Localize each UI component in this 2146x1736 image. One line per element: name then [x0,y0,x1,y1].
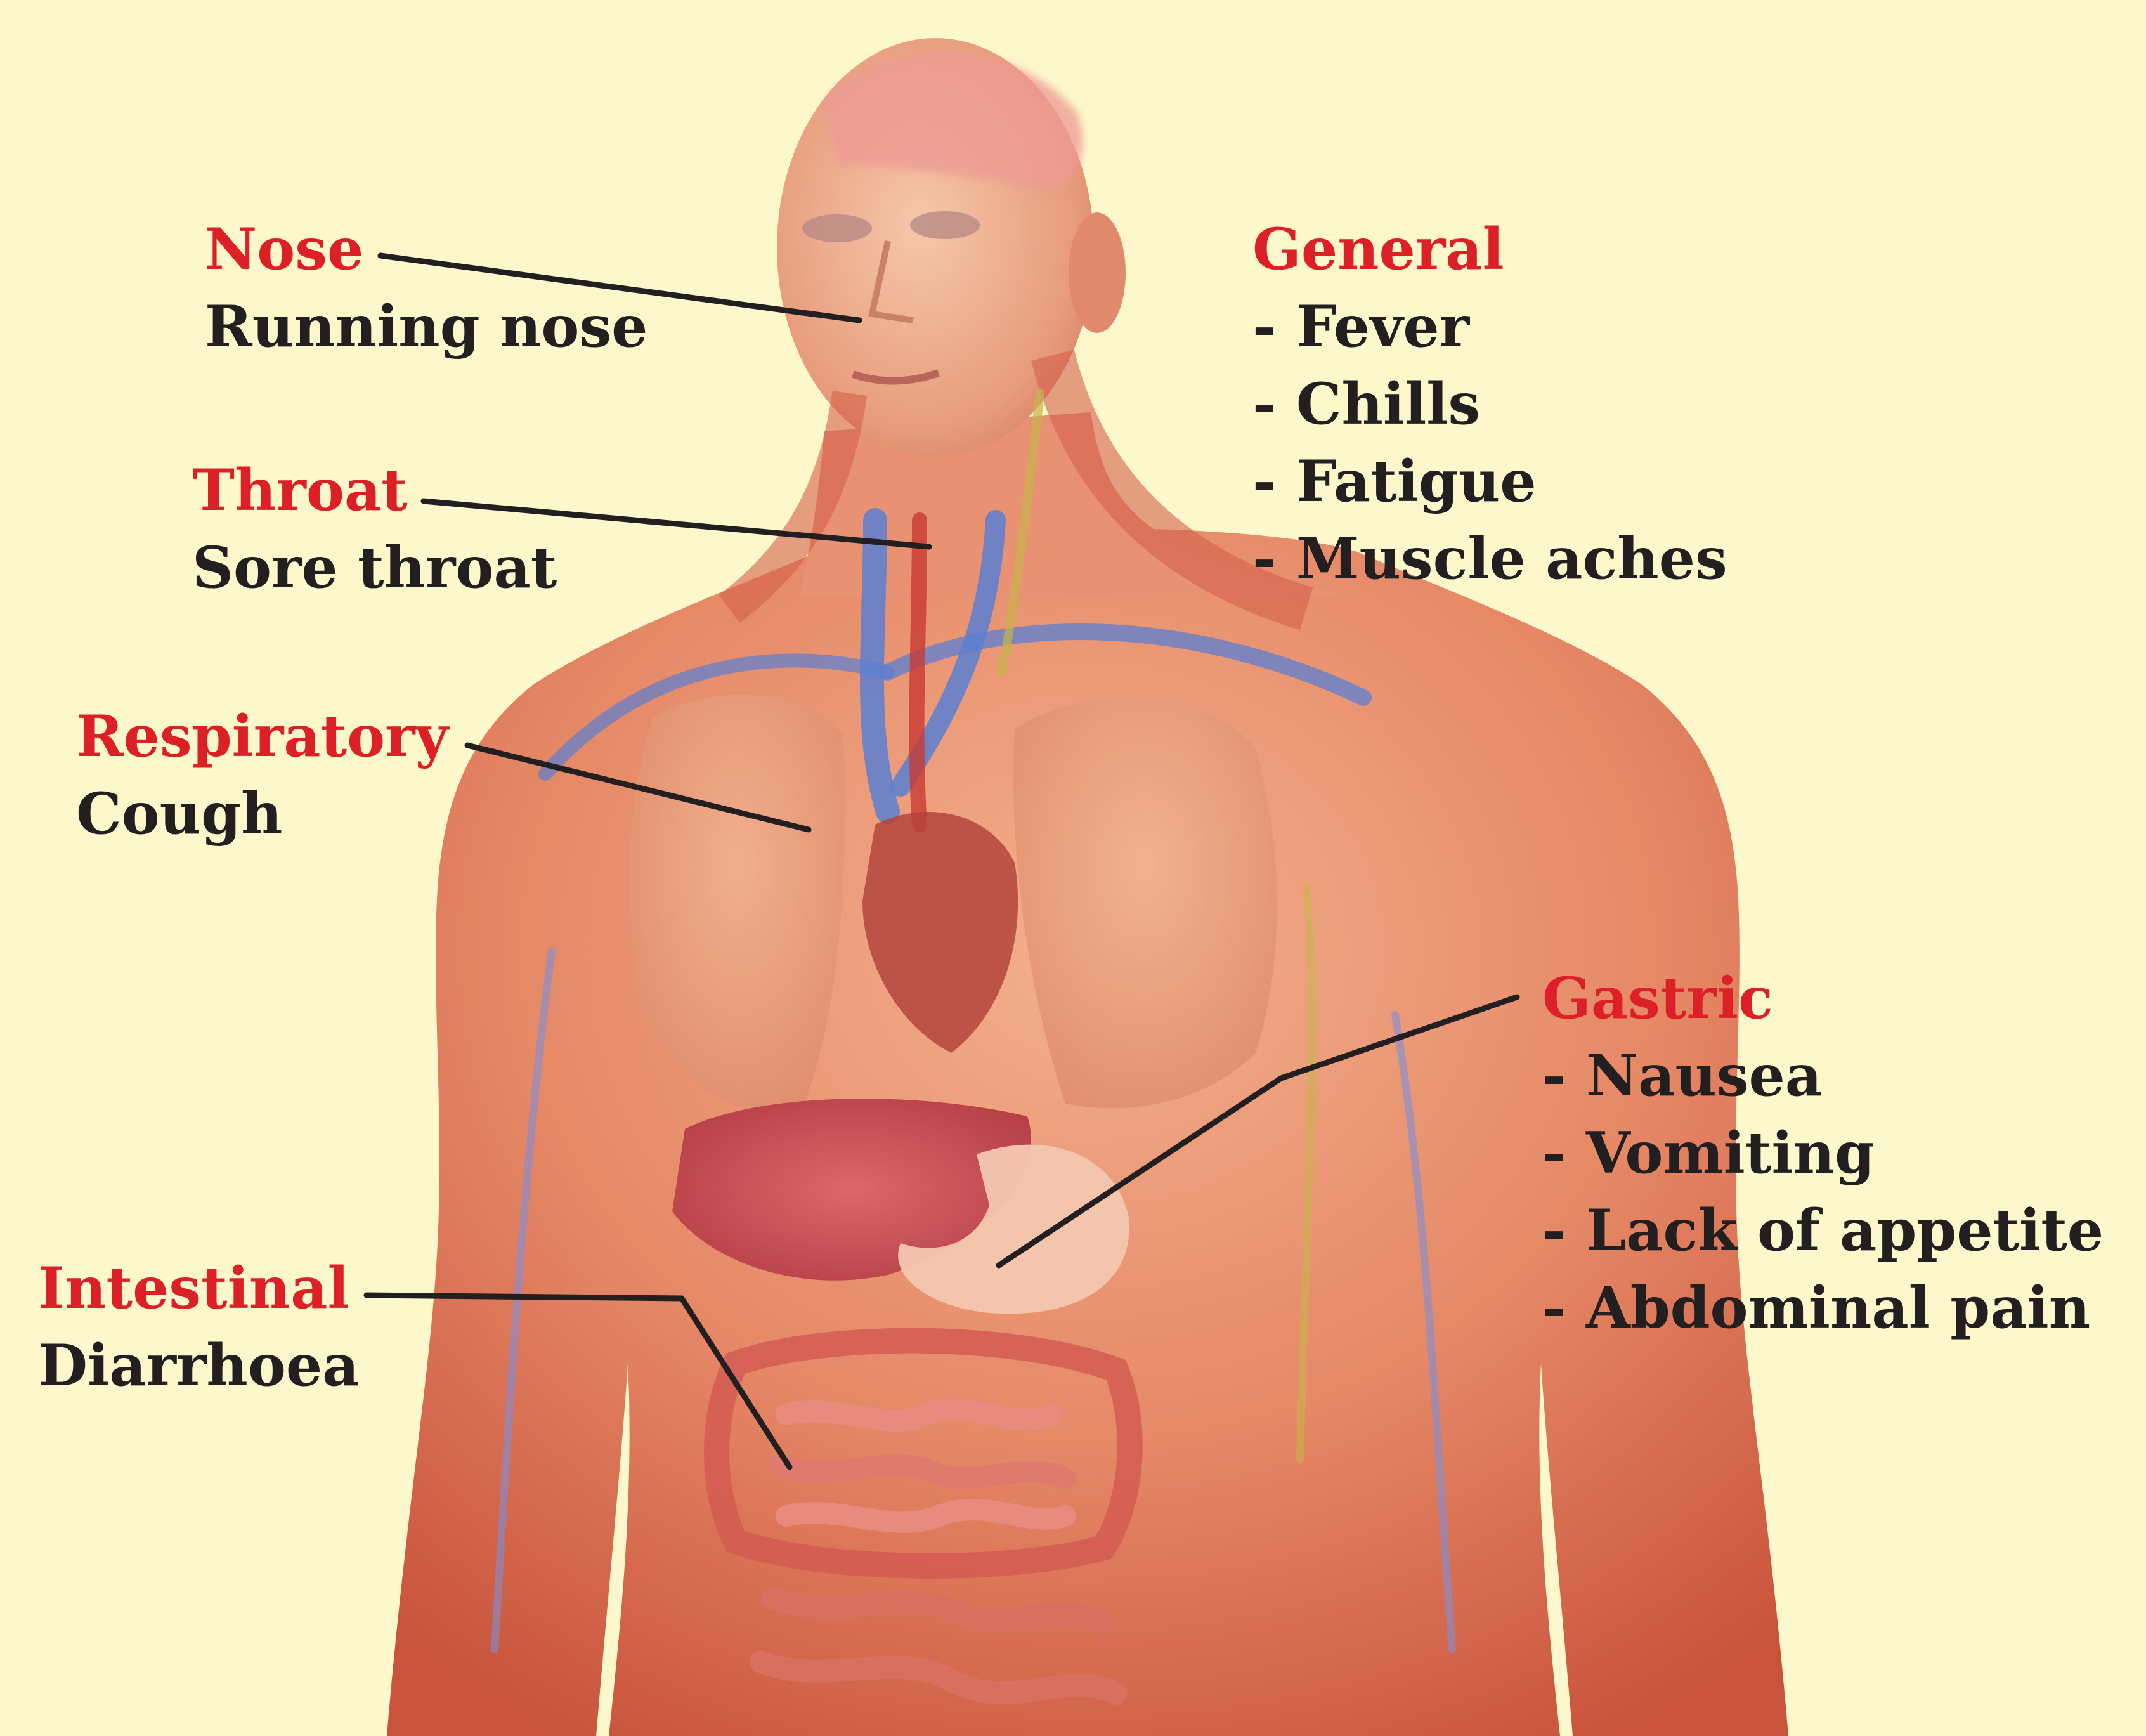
list-marker: - [1542,1119,1566,1187]
list-marker: - [1252,293,1276,360]
list-marker: - [1252,370,1276,438]
ear [1069,212,1126,333]
list-marker: - [1542,1274,1566,1341]
gastric-heading: Gastric [1542,960,2104,1037]
general-heading: General [1252,211,1727,288]
nose-symptom: Running nose [205,288,647,365]
intestinal-symptom: Diarrhoea [38,1327,359,1404]
list-marker: - [1542,1197,1566,1264]
general-symptom-chills: Chills [1296,370,1480,438]
nose-heading: Nose [205,211,647,288]
list-item: -Lack of appetite [1542,1192,2104,1269]
throat-callout: Throat Sore throat [192,452,557,606]
right-eye [910,211,980,239]
throat-symptom: Sore throat [192,529,557,606]
list-item: -Fatigue [1252,443,1727,520]
throat-heading: Throat [192,452,557,529]
list-marker: - [1252,525,1276,592]
intestinal-heading: Intestinal [38,1250,359,1327]
gastric-symptom-abdominal-pain: Abdominal pain [1586,1274,2090,1341]
list-item: -Chills [1252,365,1727,443]
general-callout: General -Fever -Chills -Fatigue -Muscle … [1252,211,1727,597]
list-item: -Nausea [1542,1037,2104,1114]
list-item: -Vomiting [1542,1114,2104,1192]
gastric-symptom-lack-of-appetite: Lack of appetite [1586,1197,2104,1264]
list-item: -Muscle aches [1252,520,1727,597]
general-symptom-fatigue: Fatigue [1296,448,1537,515]
nose-callout: Nose Running nose [205,211,647,365]
general-symptom-fever: Fever [1296,293,1469,360]
gastric-symptom-list: -Nausea -Vomiting -Lack of appetite -Abd… [1542,1037,2104,1347]
gastric-callout: Gastric -Nausea -Vomiting -Lack of appet… [1542,960,2104,1347]
list-marker: - [1542,1042,1566,1109]
intestinal-callout: Intestinal Diarrhoea [38,1250,359,1404]
list-item: -Abdominal pain [1542,1269,2104,1347]
general-symptom-muscle-aches: Muscle aches [1296,525,1727,592]
left-eye [802,214,872,242]
list-item: -Fever [1252,288,1727,365]
list-marker: - [1252,448,1276,515]
gastric-symptom-vomiting: Vomiting [1586,1119,1875,1187]
gastric-symptom-nausea: Nausea [1586,1042,1822,1109]
respiratory-heading: Respiratory [76,698,448,775]
respiratory-callout: Respiratory Cough [76,698,448,852]
general-symptom-list: -Fever -Chills -Fatigue -Muscle aches [1252,288,1727,597]
right-lung [1013,698,1277,1108]
respiratory-symptom: Cough [76,775,448,852]
